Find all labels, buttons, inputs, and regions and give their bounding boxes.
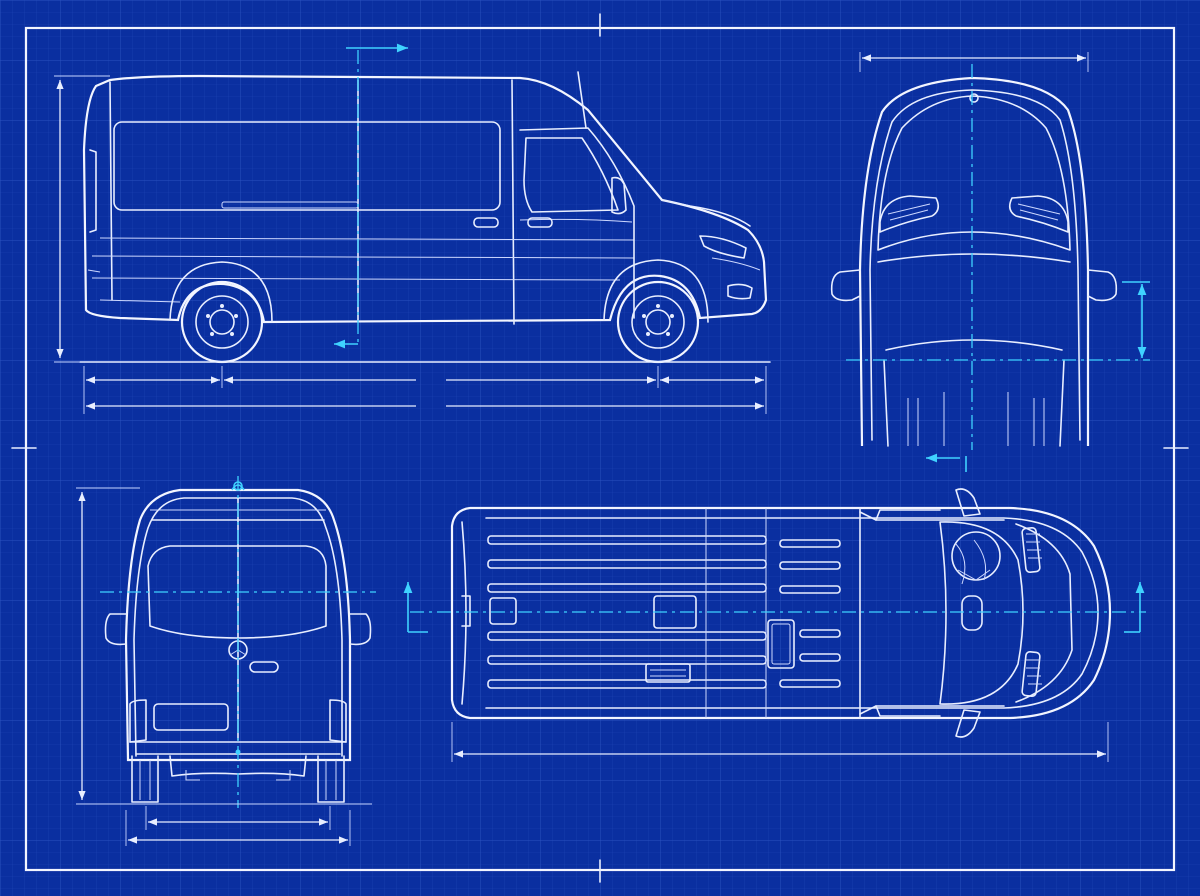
front-view	[830, 64, 1150, 472]
side-view-dimensions	[54, 75, 767, 414]
rear-body-outline	[124, 488, 352, 762]
top-view	[403, 488, 1146, 738]
sheet-frame	[11, 13, 1189, 883]
rear-view-dimensions	[76, 487, 372, 846]
top-body-outline	[450, 506, 1112, 720]
top-view-dimensions	[451, 722, 1109, 762]
rear-view	[100, 476, 376, 808]
side-view	[79, 43, 771, 364]
front-view-dimensions	[859, 52, 1150, 358]
side-body-outline	[82, 74, 768, 324]
